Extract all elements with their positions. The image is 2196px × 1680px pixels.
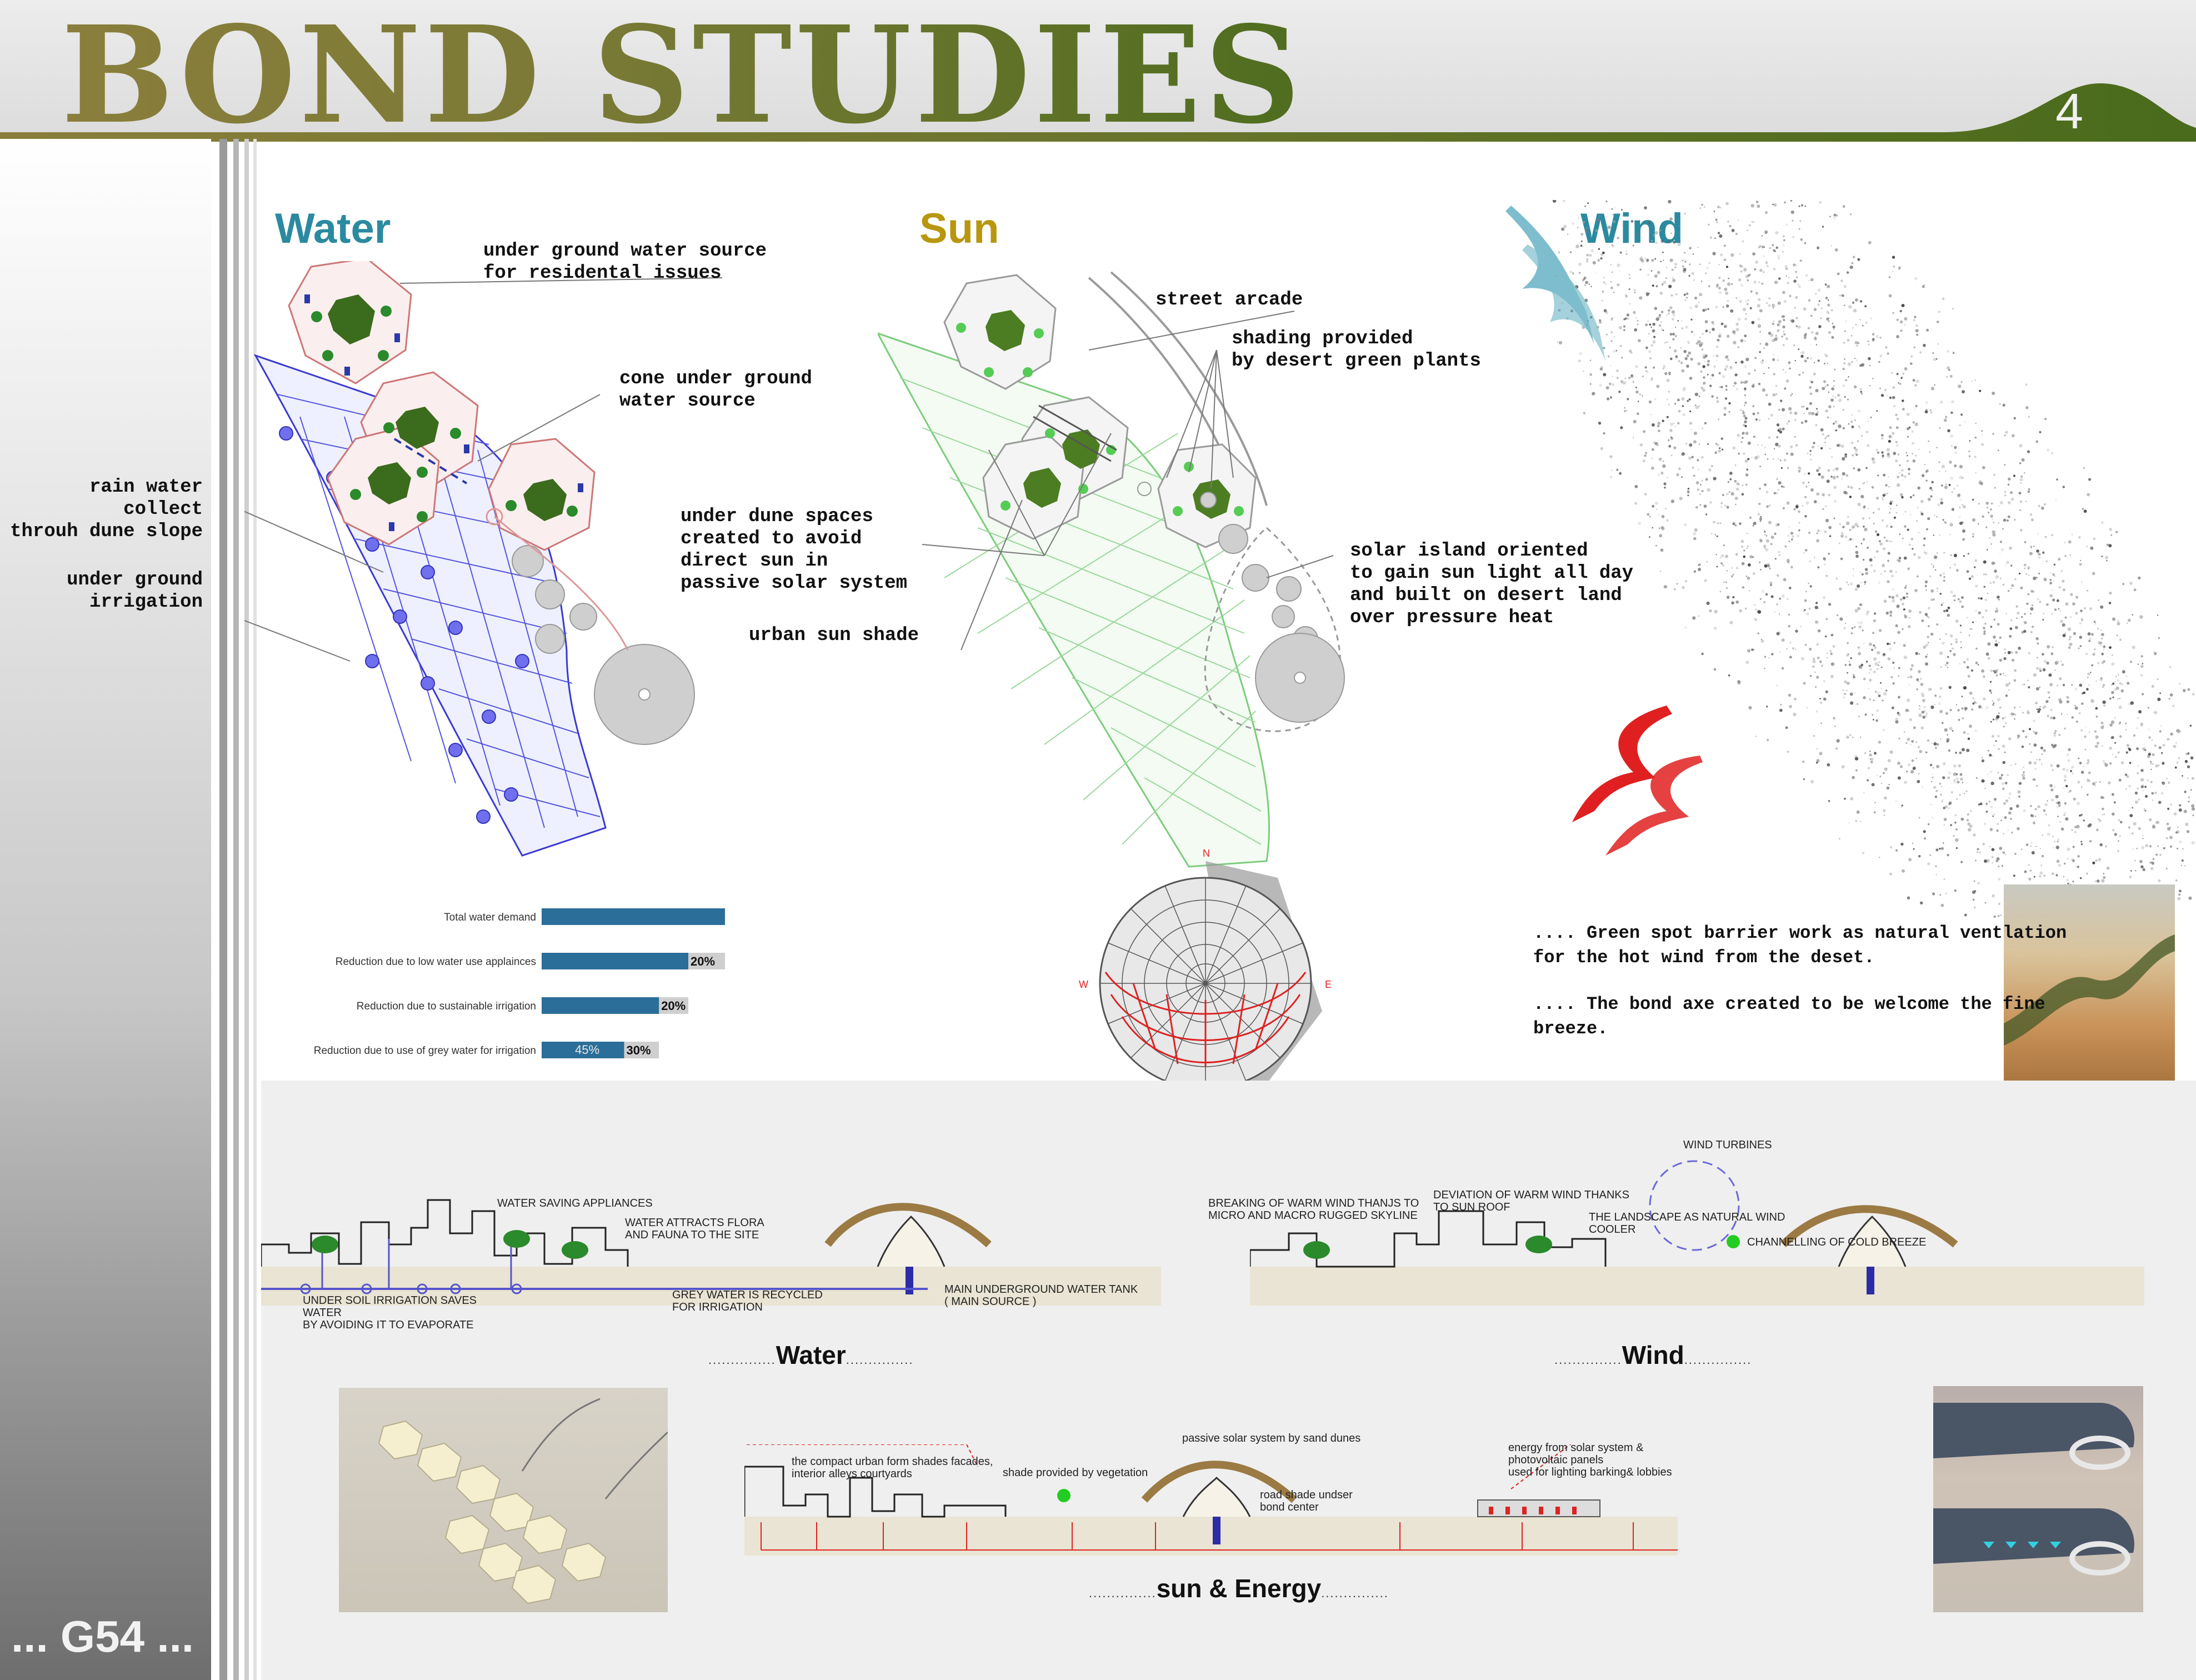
- water-note-soil: UNDER SOIL IRRIGATION SAVES WATER BY AVO…: [303, 1294, 477, 1331]
- wind-note-landscape: THE LANDSCAPE AS NATURAL WIND COOLER: [1589, 1211, 1785, 1236]
- wind-particle-diagram: [1505, 200, 2195, 918]
- sun-note-passive: passive solar system by sand dunes: [1182, 1432, 1361, 1444]
- sun-caption-text: sun & Energy: [1156, 1574, 1322, 1603]
- wind-note-breaking: BREAKING OF WARM WIND THANJS TO MICRO AN…: [1208, 1197, 1419, 1222]
- bar-category-label: Reduction due to sustainable irrigation: [357, 1001, 536, 1012]
- wind-note-deviation: DEVIATION OF WARM WIND THANKS TO SUN ROO…: [1433, 1189, 1629, 1213]
- sun-note-compact: the compact urban form shades facades, i…: [792, 1456, 993, 1480]
- bar-category-label: Reduction due to use of grey water for i…: [314, 1045, 536, 1057]
- caption-dots: ...............: [708, 1353, 776, 1367]
- sun-path-diagram: N S E W: [1079, 848, 1332, 1120]
- caption-dots: ...............: [846, 1353, 914, 1367]
- label-street-arcade: street arcade: [1155, 289, 1303, 311]
- bar-data-label: 20%: [691, 954, 715, 968]
- label-cone-source: cone under ground water source: [619, 368, 812, 412]
- compass-e: E: [1325, 979, 1332, 990]
- header-band: [0, 0, 2196, 139]
- wind-title: Wind: [1580, 205, 1684, 252]
- sun-caption: ...............sun & Energy.............…: [1089, 1573, 1389, 1603]
- desert-photo: [2004, 884, 2175, 1086]
- desert-photo-art: [2004, 934, 2175, 1046]
- water-note-saving: WATER SAVING APPLIANCES: [497, 1197, 653, 1209]
- label-rain-collect: rain water collect throuh dune slope: [10, 477, 203, 542]
- wind-note-2: .... The bond axe created to be welcome …: [1533, 994, 2045, 1039]
- label-solar-island: solar island oriented to gain sun light …: [1350, 541, 1634, 628]
- wind-arrow-red-icon: [1572, 706, 1703, 856]
- left-strip: [0, 139, 257, 1680]
- bar: [542, 908, 725, 925]
- label-urban-shade: urban sun shade: [749, 625, 919, 646]
- caption-dots: ...............: [1089, 1586, 1157, 1600]
- wind-note-channelling: CHANNELLING OF COLD BREEZE: [1747, 1236, 1927, 1248]
- wind-note-turbines: WIND TURBINES: [1683, 1139, 1772, 1151]
- wind-caption-text: Wind: [1622, 1341, 1684, 1369]
- label-irrigation: under ground irrigation: [67, 569, 203, 613]
- bar-data-label: 20%: [661, 999, 686, 1013]
- label-under-dune: under dune spaces created to avoid direc…: [681, 506, 908, 594]
- wind-particle-cloud: [1552, 200, 2195, 918]
- bar-data-label: 30%: [627, 1043, 651, 1057]
- water-section-diagram: [261, 1199, 1161, 1306]
- water-note-tank: MAIN UNDERGROUND WATER TANK ( MAIN SOURC…: [944, 1283, 1138, 1308]
- bar-inner-label: 45%: [575, 1043, 599, 1057]
- page-number: 4: [2055, 84, 2084, 139]
- sun-title: Sun: [919, 205, 999, 252]
- bar-category-label: Reduction due to low water use applaince…: [336, 956, 536, 968]
- label-underground-source: under ground water source for residental…: [483, 241, 767, 284]
- bar: [542, 997, 659, 1014]
- wind-section-diagram: [1250, 1160, 2144, 1306]
- caption-dots: ...............: [1321, 1586, 1389, 1600]
- header-wave: [0, 83, 2196, 142]
- hex-model-art: [378, 1398, 669, 1604]
- group-code: ... G54 ...: [11, 1612, 194, 1661]
- solar-roof-art: [1933, 1403, 2134, 1576]
- sun-section-diagram: [744, 1444, 1678, 1556]
- wind-caption: ...............Wind...............: [1554, 1340, 1752, 1370]
- page-title: BOND STUDIES: [61, 0, 1304, 153]
- solar-roof-render: [1933, 1386, 2143, 1612]
- hex-model-render: [339, 1388, 669, 1612]
- bar: [542, 953, 688, 969]
- wind-arrow-blue-icon: [1505, 206, 1605, 361]
- water-note-grey: GREY WATER IS RECYCLED FOR IRRIGATION: [672, 1289, 823, 1313]
- water-title: Water: [275, 205, 391, 252]
- bar-category-label: Total water demand: [444, 912, 536, 923]
- water-plan-diagram: [244, 261, 722, 857]
- sun-plan-diagram: [878, 271, 1345, 868]
- water-caption-text: Water: [776, 1341, 846, 1369]
- compass-n: N: [1203, 848, 1210, 859]
- water-note-flora: WATER ATTRACTS FLORA AND FAUNA TO THE SI…: [625, 1217, 764, 1241]
- wind-note-1: .... Green spot barrier work as natural …: [1533, 923, 2067, 968]
- sun-note-energy: energy from solar system & photovoltaic …: [1508, 1442, 1672, 1478]
- sun-note-vegetation: shade provided by vegetation: [1003, 1467, 1148, 1479]
- sun-note-road: road shade undser bond center: [1260, 1489, 1353, 1513]
- caption-dots: ...............: [1684, 1353, 1752, 1367]
- caption-dots: ...............: [1554, 1353, 1622, 1367]
- bar: [542, 1042, 624, 1058]
- label-shading: shading provided by desert green plants: [1232, 328, 1481, 372]
- compass-w: W: [1079, 979, 1088, 990]
- water-caption: ...............Water...............: [708, 1340, 913, 1370]
